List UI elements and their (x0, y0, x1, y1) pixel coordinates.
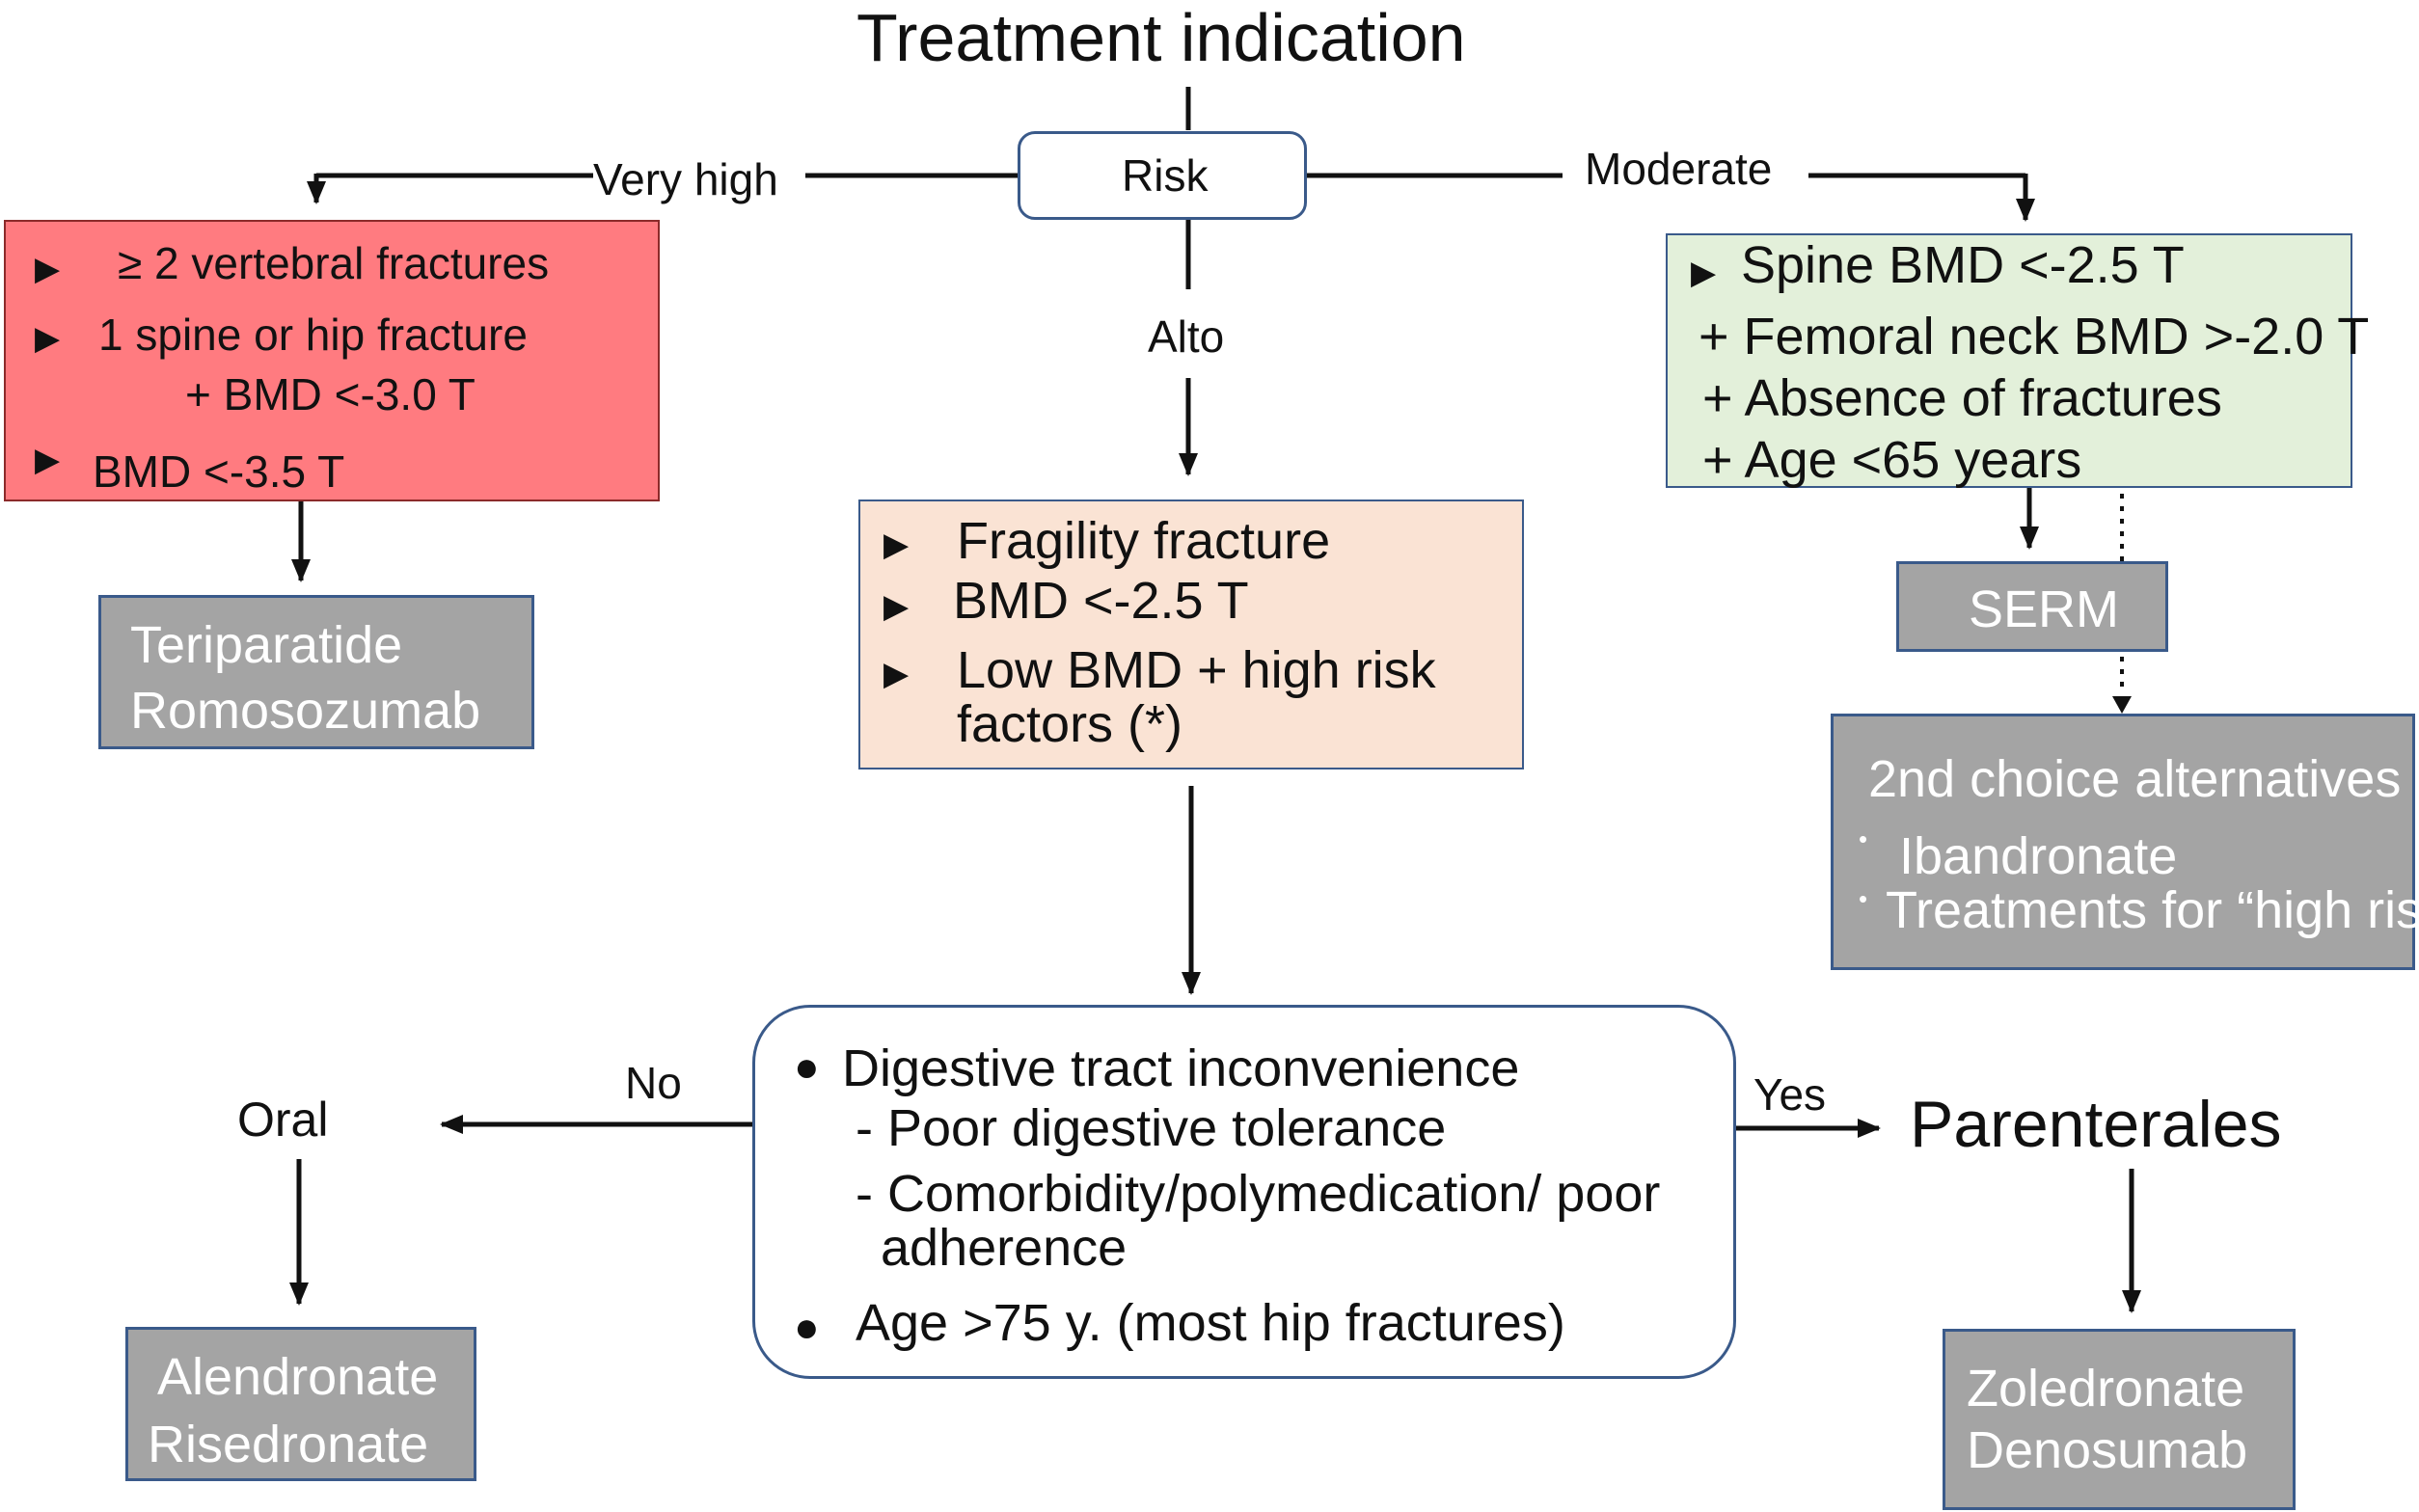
arrow-bullet-icon: ▶ (1691, 255, 1717, 291)
serm-label: SERM (1969, 580, 2120, 638)
treatment-denosumab: Denosumab (1967, 1421, 2248, 1479)
parenteral-treatment-box: Zoledronate Denosumab (1943, 1329, 2296, 1510)
criteria-line: Fragility fracture (957, 512, 1331, 570)
criteria-line: 1 spine or hip fracture (98, 310, 528, 360)
criteria-line: - Comorbidity/polymedication/ poor (856, 1165, 1661, 1223)
digestive-criteria-box: ● Digestive tract inconvenience - Poor d… (752, 1005, 1736, 1379)
dot-bullet-icon: ● (794, 1304, 820, 1351)
arrow-bullet-icon: ▶ (883, 656, 910, 692)
arrow-bullet-icon: ▶ (35, 320, 61, 357)
criteria-line: Digestive tract inconvenience (842, 1040, 1520, 1097)
criteria-line: BMD <-2.5 T (953, 572, 1249, 630)
treatment-risedronate: Risedronate (148, 1416, 429, 1473)
very-high-treatment-box: Teriparatide Romosozumab (98, 595, 534, 749)
bullet-icon: • (1859, 884, 1868, 913)
arrow-bullet-icon: ▶ (883, 588, 910, 625)
criteria-line: ≥ 2 vertebral fractures (118, 238, 550, 288)
branch-label-no: No (625, 1058, 682, 1108)
serm-box: SERM (1896, 561, 2168, 652)
criteria-line: Age >75 y. (most hip fractures) (856, 1294, 1565, 1352)
treatment-zoledronate: Zoledronate (1967, 1360, 2245, 1418)
parenteral-label: Parenterales (1910, 1088, 2282, 1161)
arrow-bullet-icon: ▶ (35, 251, 61, 287)
second-choice-item: Ibandronate (1899, 827, 2178, 885)
treatment-romosozumab: Romosozumab (130, 682, 481, 740)
criteria-line: adherence (881, 1219, 1128, 1277)
branch-label-very-high: Very high (593, 154, 778, 204)
moderate-criteria-box: ▶ Spine BMD <-2.5 T + Femoral neck BMD >… (1666, 233, 2369, 489)
criteria-line: + Absence of fractures (1702, 369, 2222, 427)
second-choice-title: 2nd choice alternatives (1868, 750, 2402, 808)
risk-label: Risk (1122, 150, 1209, 201)
criteria-line: + Femoral neck BMD >-2.0 T (1699, 308, 2370, 365)
criteria-line: BMD <-3.5 T (93, 446, 345, 497)
criteria-line: + BMD <-3.0 T (185, 369, 476, 419)
treatment-alendronate: Alendronate (157, 1348, 439, 1406)
criteria-line: + Age <65 years (1702, 431, 2082, 489)
branch-label-alto: Alto (1148, 311, 1225, 362)
diagram-title: Treatment indication (856, 0, 1466, 75)
branch-label-moderate: Moderate (1585, 144, 1773, 194)
arrow-bullet-icon: ▶ (883, 526, 910, 563)
dot-bullet-icon: ● (794, 1043, 820, 1091)
second-choice-item: Treatments for “high risk (1886, 881, 2419, 939)
branch-label-yes: Yes (1753, 1069, 1827, 1120)
criteria-line: factors (*) (957, 695, 1183, 753)
risk-node: Risk (1018, 131, 1307, 220)
criteria-line: Low BMD + high risk (957, 641, 1436, 699)
criteria-line: - Poor digestive tolerance (856, 1099, 1447, 1157)
alto-criteria-box: ▶ Fragility fracture ▶ BMD <-2.5 T ▶ Low… (858, 500, 1524, 770)
oral-label: Oral (237, 1093, 329, 1147)
criteria-line: Spine BMD <-2.5 T (1741, 236, 2185, 294)
bullet-icon: • (1859, 824, 1868, 853)
oral-treatment-box: Alendronate Risedronate (125, 1327, 476, 1481)
very-high-criteria-box: ▶ ≥ 2 vertebral fractures ▶ 1 spine or h… (4, 220, 660, 501)
second-choice-box: 2nd choice alternatives • Ibandronate • … (1831, 714, 2419, 970)
arrow-bullet-icon: ▶ (35, 442, 61, 478)
treatment-teriparatide: Teriparatide (130, 616, 403, 674)
